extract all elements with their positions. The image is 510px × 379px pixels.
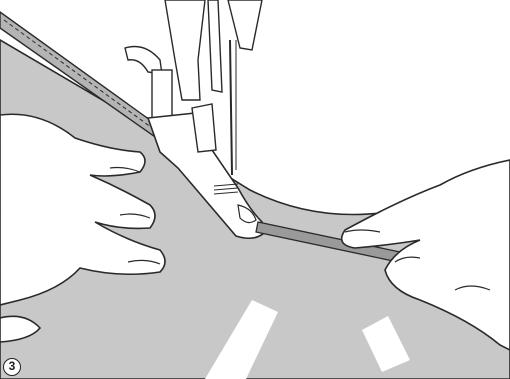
machine-body-right	[228, 0, 262, 50]
machine-shank	[208, 0, 222, 92]
foot-lever	[152, 70, 172, 118]
needle	[230, 40, 232, 175]
step-number-badge: 3	[3, 358, 21, 376]
